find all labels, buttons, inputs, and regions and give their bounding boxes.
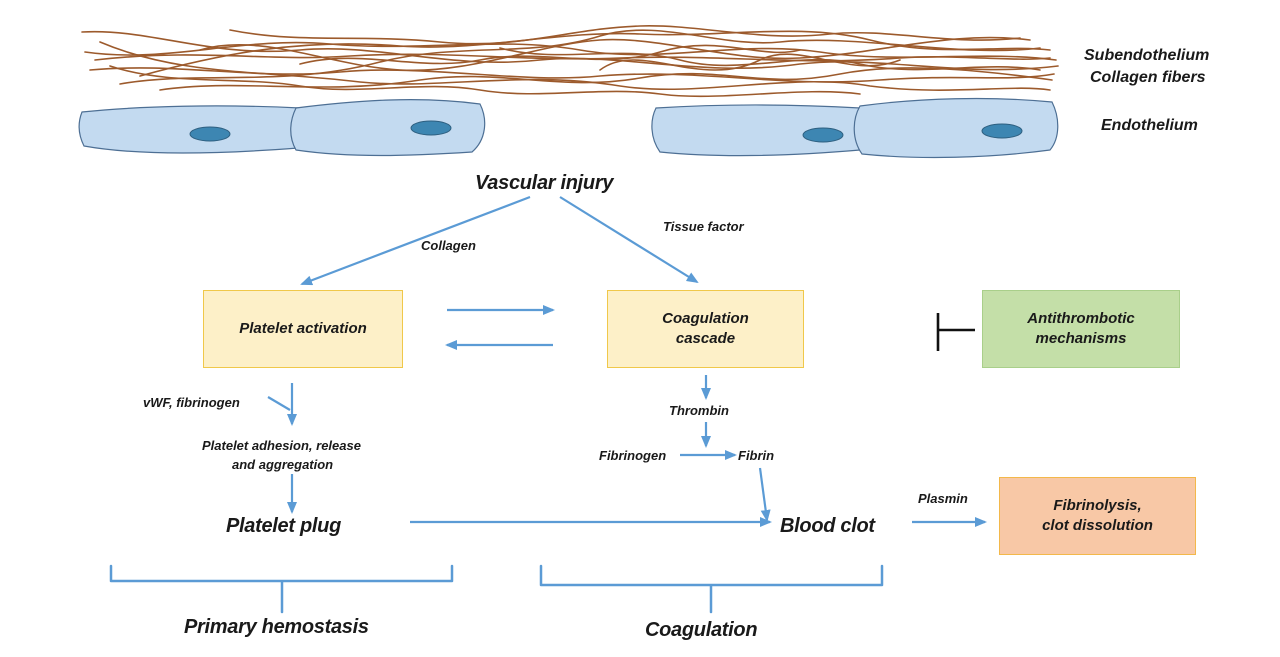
coagulation-label: Coagulation (645, 619, 758, 641)
fibrinolysis-box: Fibrinolysis, clot dissolution (999, 477, 1196, 555)
arrow-vwf-in (267, 396, 291, 411)
platelet-plug-label: Platelet plug (226, 515, 342, 537)
fibrin-label: Fibrin (738, 448, 775, 463)
subendothelium-label: Subendothelium (1084, 47, 1210, 64)
antithrombotic-mechanisms-box: Antithrombotic mechanisms (982, 290, 1180, 368)
thrombin-label: Thrombin (669, 403, 729, 418)
arrow-injury-to-coagulation (559, 196, 699, 284)
endothelial-cell (78, 105, 301, 154)
adhesion-label-line1: Platelet adhesion, release (202, 438, 361, 453)
platelet-activation-text: Platelet activation (239, 320, 367, 337)
coagulation-cascade-box: Coagulation cascade (607, 290, 804, 368)
collagen-fibers (81, 25, 1059, 98)
endothelium-label: Endothelium (1101, 117, 1198, 134)
platelet-activation-box: Platelet activation (203, 290, 403, 368)
inhibition-symbol (936, 313, 975, 351)
arrow-injury-to-platelet (300, 195, 531, 286)
antithrombotic-mechanisms-text: Antithrombotic mechanisms (1027, 310, 1135, 347)
collagen-fibers-label: Collagen fibers (1090, 69, 1206, 86)
vwf-fibrinogen-label: vWF, fibrinogen (143, 395, 240, 410)
cell-nucleus (981, 123, 1023, 139)
fibrinolysis-text: Fibrinolysis, clot dissolution (1042, 497, 1153, 534)
collagen-label: Collagen (421, 238, 476, 253)
coagulation-cascade-text: Coagulation cascade (662, 310, 749, 347)
braces (109, 564, 884, 614)
cell-nucleus (189, 126, 231, 142)
cell-nucleus (802, 127, 844, 143)
brace-primary-hemostasis (109, 564, 454, 614)
endothelial-cell (853, 97, 1059, 159)
vascular-injury-label: Vascular injury (475, 172, 614, 194)
primary-hemostasis-label: Primary hemostasis (184, 616, 369, 638)
endothelial-cells (78, 97, 1059, 159)
tissue-factor-label: Tissue factor (663, 219, 744, 234)
arrows (267, 195, 987, 527)
endothelial-cell (651, 104, 861, 157)
cell-nucleus (410, 120, 452, 136)
blood-clot-label: Blood clot (780, 515, 875, 537)
endothelial-cell (290, 99, 486, 157)
arrow-fibrin-to-clot (758, 467, 771, 522)
plasmin-label: Plasmin (918, 491, 968, 506)
brace-coagulation (539, 564, 884, 614)
adhesion-label-line2: and aggregation (232, 457, 334, 472)
fibrinogen-label: Fibrinogen (599, 448, 667, 463)
